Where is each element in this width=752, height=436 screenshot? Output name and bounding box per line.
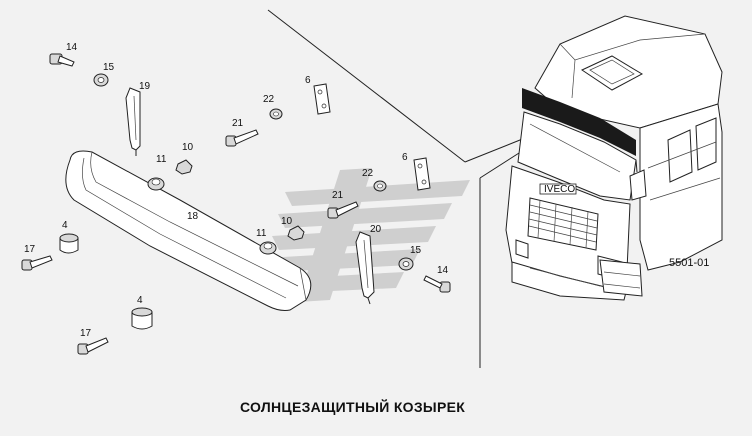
callout-21: 21 [232,118,244,129]
callout-17: 17 [80,328,92,339]
leader-lines [267,9,531,368]
callout-19: 19 [139,81,151,92]
truck-cab: IVECO [505,15,723,301]
bolt-part [49,53,75,67]
callout-11: 11 [256,228,267,239]
spacer-part [147,177,165,191]
washer-part [269,108,283,120]
bolt-part [327,201,359,219]
spacer-part [259,241,277,255]
plate-part [413,157,431,191]
nut-part [287,225,305,241]
callout-14: 14 [437,265,449,276]
sun-visor-part [65,150,312,311]
iveco-badge [539,183,577,195]
plate-part [313,83,331,115]
rubber-mount-part [131,307,153,330]
washer-part [373,180,387,192]
bolt-part [77,337,109,355]
bolt-part [21,255,53,271]
nut-part [175,159,193,175]
callout-17: 17 [24,244,36,255]
callout-labels: 14 15 19 6 22 21 11 10 18 4 17 6 22 21 1… [24,42,449,339]
callout-10: 10 [281,216,293,227]
callout-18: 18 [187,211,199,222]
bolt-part [225,129,259,147]
nut-part [398,257,414,271]
callout-15: 15 [103,62,115,73]
callout-11: 11 [156,154,167,165]
callout-6: 6 [402,152,408,163]
sun-visor-installed [522,88,636,156]
nut-part [93,73,109,87]
callout-20: 20 [370,224,382,235]
callout-10: 10 [182,142,194,153]
figure-code: 5501-01 [669,257,709,269]
callout-6: 6 [305,75,311,86]
callout-22: 22 [263,94,275,105]
brand-badge-text: IVECO [544,184,575,195]
callout-22: 22 [362,168,374,179]
bracket-part [355,231,375,305]
callout-4: 4 [137,295,143,306]
diagram-title: СОЛНЦЕЗАЩИТНЫЙ КОЗЫРЕК [240,398,465,415]
callout-15: 15 [410,245,422,256]
rubber-mount-part [59,233,79,254]
callout-21: 21 [332,190,344,201]
grille [527,197,599,251]
callout-4: 4 [62,220,68,231]
bracket-part [125,87,141,156]
bolt-part [423,275,451,293]
callout-14: 14 [66,42,78,53]
